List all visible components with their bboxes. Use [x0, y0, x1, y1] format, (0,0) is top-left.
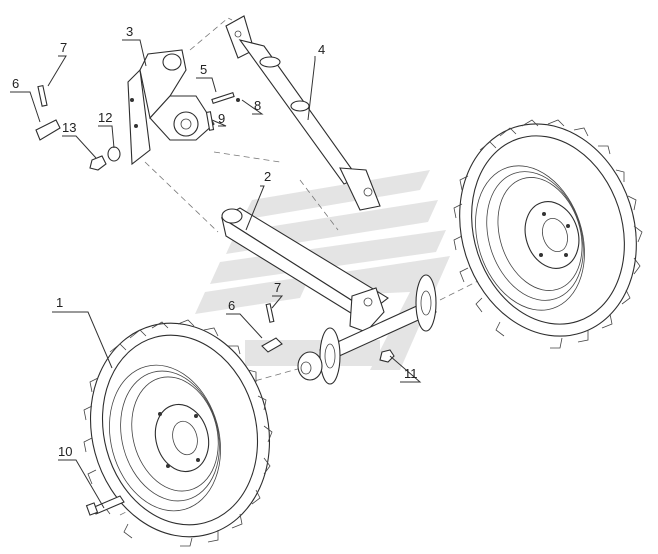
- leader-lines: [10, 39, 422, 509]
- callout-labels: 1 2 3 4 5 6 6 7 7 8 9 10 11 12 13: [12, 24, 418, 459]
- callout-11: 11: [404, 366, 418, 381]
- callout-1: 1: [56, 295, 63, 310]
- callout-7-top: 7: [60, 40, 67, 55]
- callout-5: 5: [200, 62, 207, 77]
- hardware: [35, 84, 240, 171]
- callout-4: 4: [318, 42, 325, 57]
- right-wheel: [453, 119, 643, 349]
- callout-9: 9: [218, 111, 225, 126]
- callout-8: 8: [254, 98, 261, 113]
- bolt-10: [85, 495, 125, 516]
- callout-6-top: 6: [12, 76, 19, 91]
- callout-7-axle: 7: [274, 280, 281, 295]
- callout-12: 12: [98, 110, 112, 125]
- bracket: [127, 49, 215, 166]
- left-wheel: [83, 319, 273, 547]
- callout-3: 3: [126, 24, 133, 39]
- axle-beam: [220, 207, 437, 385]
- top-link: [225, 15, 381, 211]
- callout-2: 2: [264, 169, 271, 184]
- callout-6-axle: 6: [228, 298, 235, 313]
- callout-10: 10: [58, 444, 72, 459]
- callout-13: 13: [62, 120, 76, 135]
